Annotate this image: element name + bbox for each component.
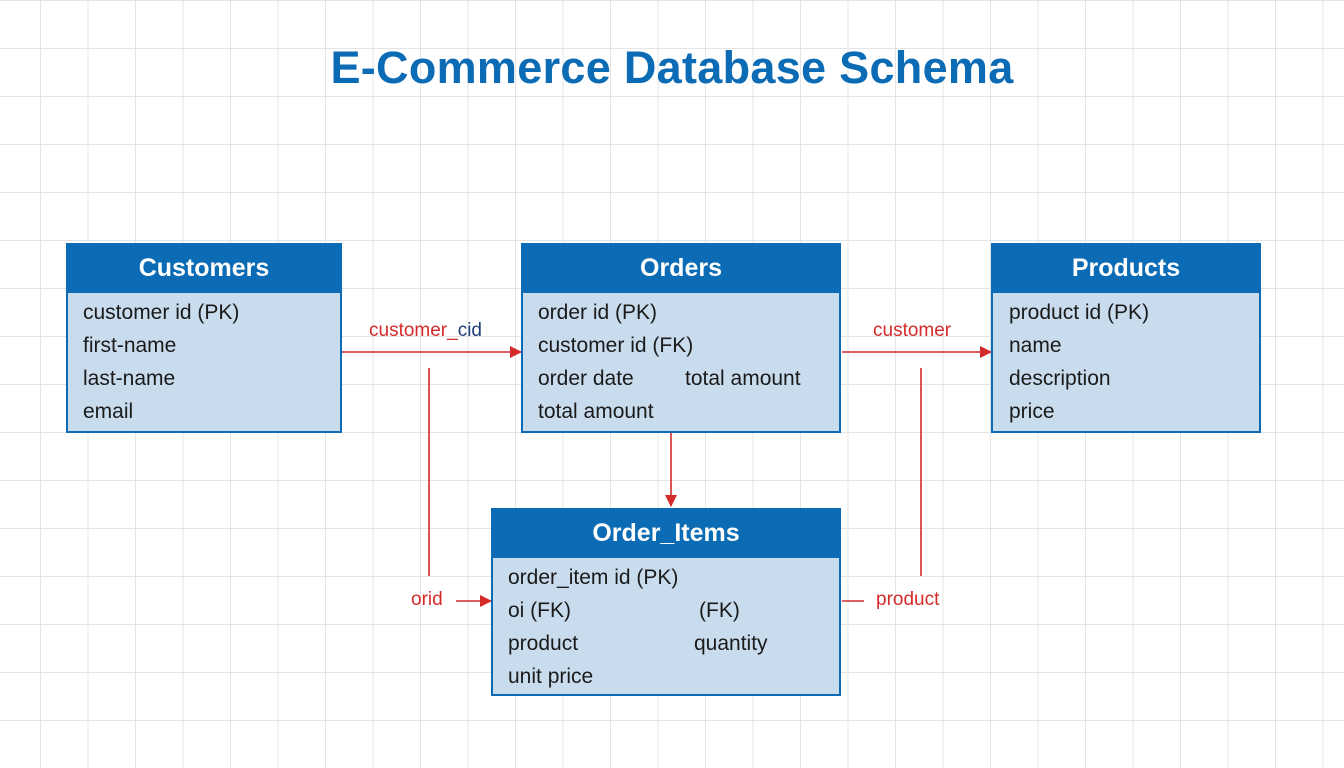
field-name: name bbox=[1009, 334, 1062, 357]
relationship-label-customer-cid: customer_cid bbox=[369, 320, 482, 342]
field-row: first-name bbox=[68, 329, 340, 362]
page-title: E-Commerce Database Schema bbox=[330, 42, 1014, 93]
field-row: product id (PK) bbox=[993, 296, 1259, 329]
field-customer-id: customer id (PK) bbox=[83, 301, 240, 324]
field-email: email bbox=[83, 400, 134, 423]
field-total-amount: total amount bbox=[685, 367, 801, 390]
orders-fields: order id (PK) customer id (FK) order dat… bbox=[523, 293, 839, 428]
products-table-header: Products bbox=[993, 245, 1259, 293]
field-price: price bbox=[1009, 400, 1055, 423]
field-first-name: first-name bbox=[83, 334, 177, 357]
products-fields: product id (PK) name description price bbox=[993, 293, 1259, 428]
field-row: product quantity bbox=[493, 627, 839, 660]
order-items-table-header: Order_Items bbox=[493, 510, 839, 558]
relationship-label-product: product bbox=[876, 589, 940, 610]
relationship-label-customer: customer bbox=[873, 320, 952, 341]
field-oi-fk: oi (FK) bbox=[508, 599, 571, 622]
field-row: order_item id (PK) bbox=[493, 561, 839, 594]
products-table[interactable]: Products product id (PK) name descriptio… bbox=[991, 243, 1261, 433]
customers-table-header: Customers bbox=[68, 245, 340, 293]
field-row: order date total amount bbox=[523, 362, 839, 395]
field-total-amount: total amount bbox=[538, 400, 654, 423]
field-row: order id (PK) bbox=[523, 296, 839, 329]
field-order-date: order date bbox=[538, 367, 634, 390]
field-last-name: last-name bbox=[83, 367, 176, 390]
orders-table-header: Orders bbox=[523, 245, 839, 293]
relationship-label-main: customer_ bbox=[369, 320, 458, 341]
field-order-id: order id (PK) bbox=[538, 301, 658, 324]
field-row: customer id (PK) bbox=[68, 296, 340, 329]
orders-table[interactable]: Orders order id (PK) customer id (FK) or… bbox=[521, 243, 841, 433]
field-row: oi (FK) (FK) bbox=[493, 594, 839, 627]
field-product: product bbox=[508, 632, 579, 655]
field-row: price bbox=[993, 395, 1259, 428]
order-items-table[interactable]: Order_Items order_item id (PK) oi (FK) (… bbox=[491, 508, 841, 696]
field-customer-id-fk: customer id (FK) bbox=[538, 334, 694, 357]
order-items-fields: order_item id (PK) oi (FK) (FK) product … bbox=[493, 558, 839, 693]
relationship-label-orid: orid bbox=[411, 589, 443, 610]
field-product-id: product id (PK) bbox=[1009, 301, 1150, 324]
field-description: description bbox=[1009, 367, 1111, 390]
field-row: last-name bbox=[68, 362, 340, 395]
field-fk: (FK) bbox=[699, 599, 740, 622]
field-row: description bbox=[993, 362, 1259, 395]
relationship-label-tail: cid bbox=[457, 320, 482, 341]
field-row: total amount bbox=[523, 395, 839, 428]
field-row: unit price bbox=[493, 660, 839, 693]
field-unit-price: unit price bbox=[508, 665, 594, 688]
field-row: name bbox=[993, 329, 1259, 362]
field-row: email bbox=[68, 395, 340, 428]
field-quantity: quantity bbox=[694, 632, 768, 655]
customers-fields: customer id (PK) first-name last-name em… bbox=[68, 293, 340, 428]
field-order-item-id: order_item id (PK) bbox=[508, 566, 679, 589]
field-row: customer id (FK) bbox=[523, 329, 839, 362]
customers-table[interactable]: Customers customer id (PK) first-name la… bbox=[66, 243, 342, 433]
